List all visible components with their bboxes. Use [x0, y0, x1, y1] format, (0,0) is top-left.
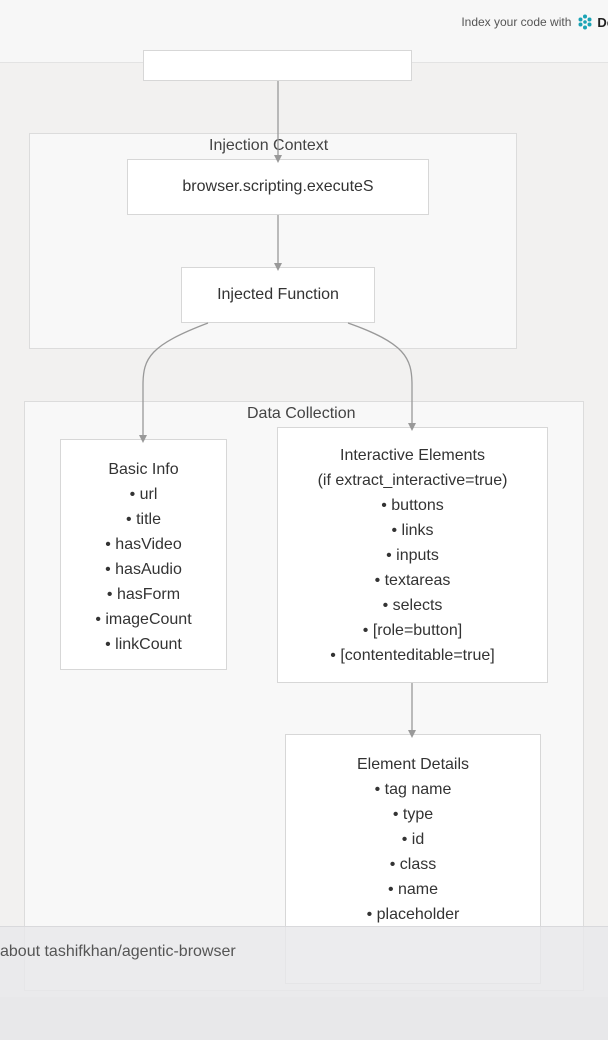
cluster-injection-context-label: Injection Context	[209, 137, 329, 154]
interactive-elements-item: • selects	[382, 597, 443, 614]
interactive-elements-item: • textareas	[374, 572, 451, 589]
index-text: Index your code with	[461, 15, 572, 29]
element-details-item: • tag name	[374, 781, 452, 798]
node-injected-function: Injected Function	[181, 267, 375, 323]
basic-info-item: • hasForm	[106, 586, 181, 603]
edge-injected-to-basic-info	[139, 322, 209, 443]
interactive-elements-item: • [role=button]	[362, 622, 463, 639]
ask-bar[interactable]: about tashifkhan/agentic-browser	[0, 926, 608, 998]
element-details-item: • name	[387, 881, 439, 898]
element-details-item: • type	[392, 806, 434, 823]
basic-info-item: • linkCount	[105, 636, 182, 653]
cluster-data-collection-label: Data Collection	[247, 405, 356, 422]
basic-info-item: • imageCount	[95, 611, 192, 628]
interactive-elements-item: • links	[391, 522, 434, 539]
node-element-details-title: Element Details	[356, 756, 470, 773]
index-banner[interactable]: Index your code with De	[461, 12, 608, 32]
interactive-elements-item: • inputs	[386, 547, 439, 564]
basic-info-item: • title	[126, 511, 161, 528]
node-interactive-elements-subtitle: (if extract_interactive=true)	[317, 472, 508, 489]
interactive-elements-item: • buttons	[381, 497, 444, 514]
basic-info-item: • url	[129, 486, 158, 503]
node-basic-info-title: Basic Info	[108, 461, 179, 478]
brand-name: De	[597, 14, 608, 30]
brand-logo-icon	[578, 14, 592, 30]
basic-info-item: • hasVideo	[105, 536, 182, 553]
node-basic-info: Basic Info • url • title • hasVideo • ha…	[60, 439, 227, 670]
element-details-item: • placeholder	[366, 906, 460, 923]
footer-area	[0, 997, 608, 1040]
node-execute-script-label: browser.scripting.executeS	[182, 178, 374, 195]
element-details-item: • id	[401, 831, 425, 848]
ask-bar-text: about tashifkhan/agentic-browser	[0, 943, 236, 960]
node-injected-function-label: Injected Function	[217, 286, 339, 303]
edge-injected-to-interactive	[347, 322, 416, 431]
node-interactive-elements-title: Interactive Elements	[340, 447, 485, 464]
node-interactive-elements: Interactive Elements (if extract_interac…	[277, 427, 548, 683]
basic-info-item: • hasAudio	[105, 561, 182, 578]
element-details-item: • class	[389, 856, 437, 873]
previous-node	[143, 50, 412, 81]
interactive-elements-item: • [contenteditable=true]	[330, 647, 495, 664]
